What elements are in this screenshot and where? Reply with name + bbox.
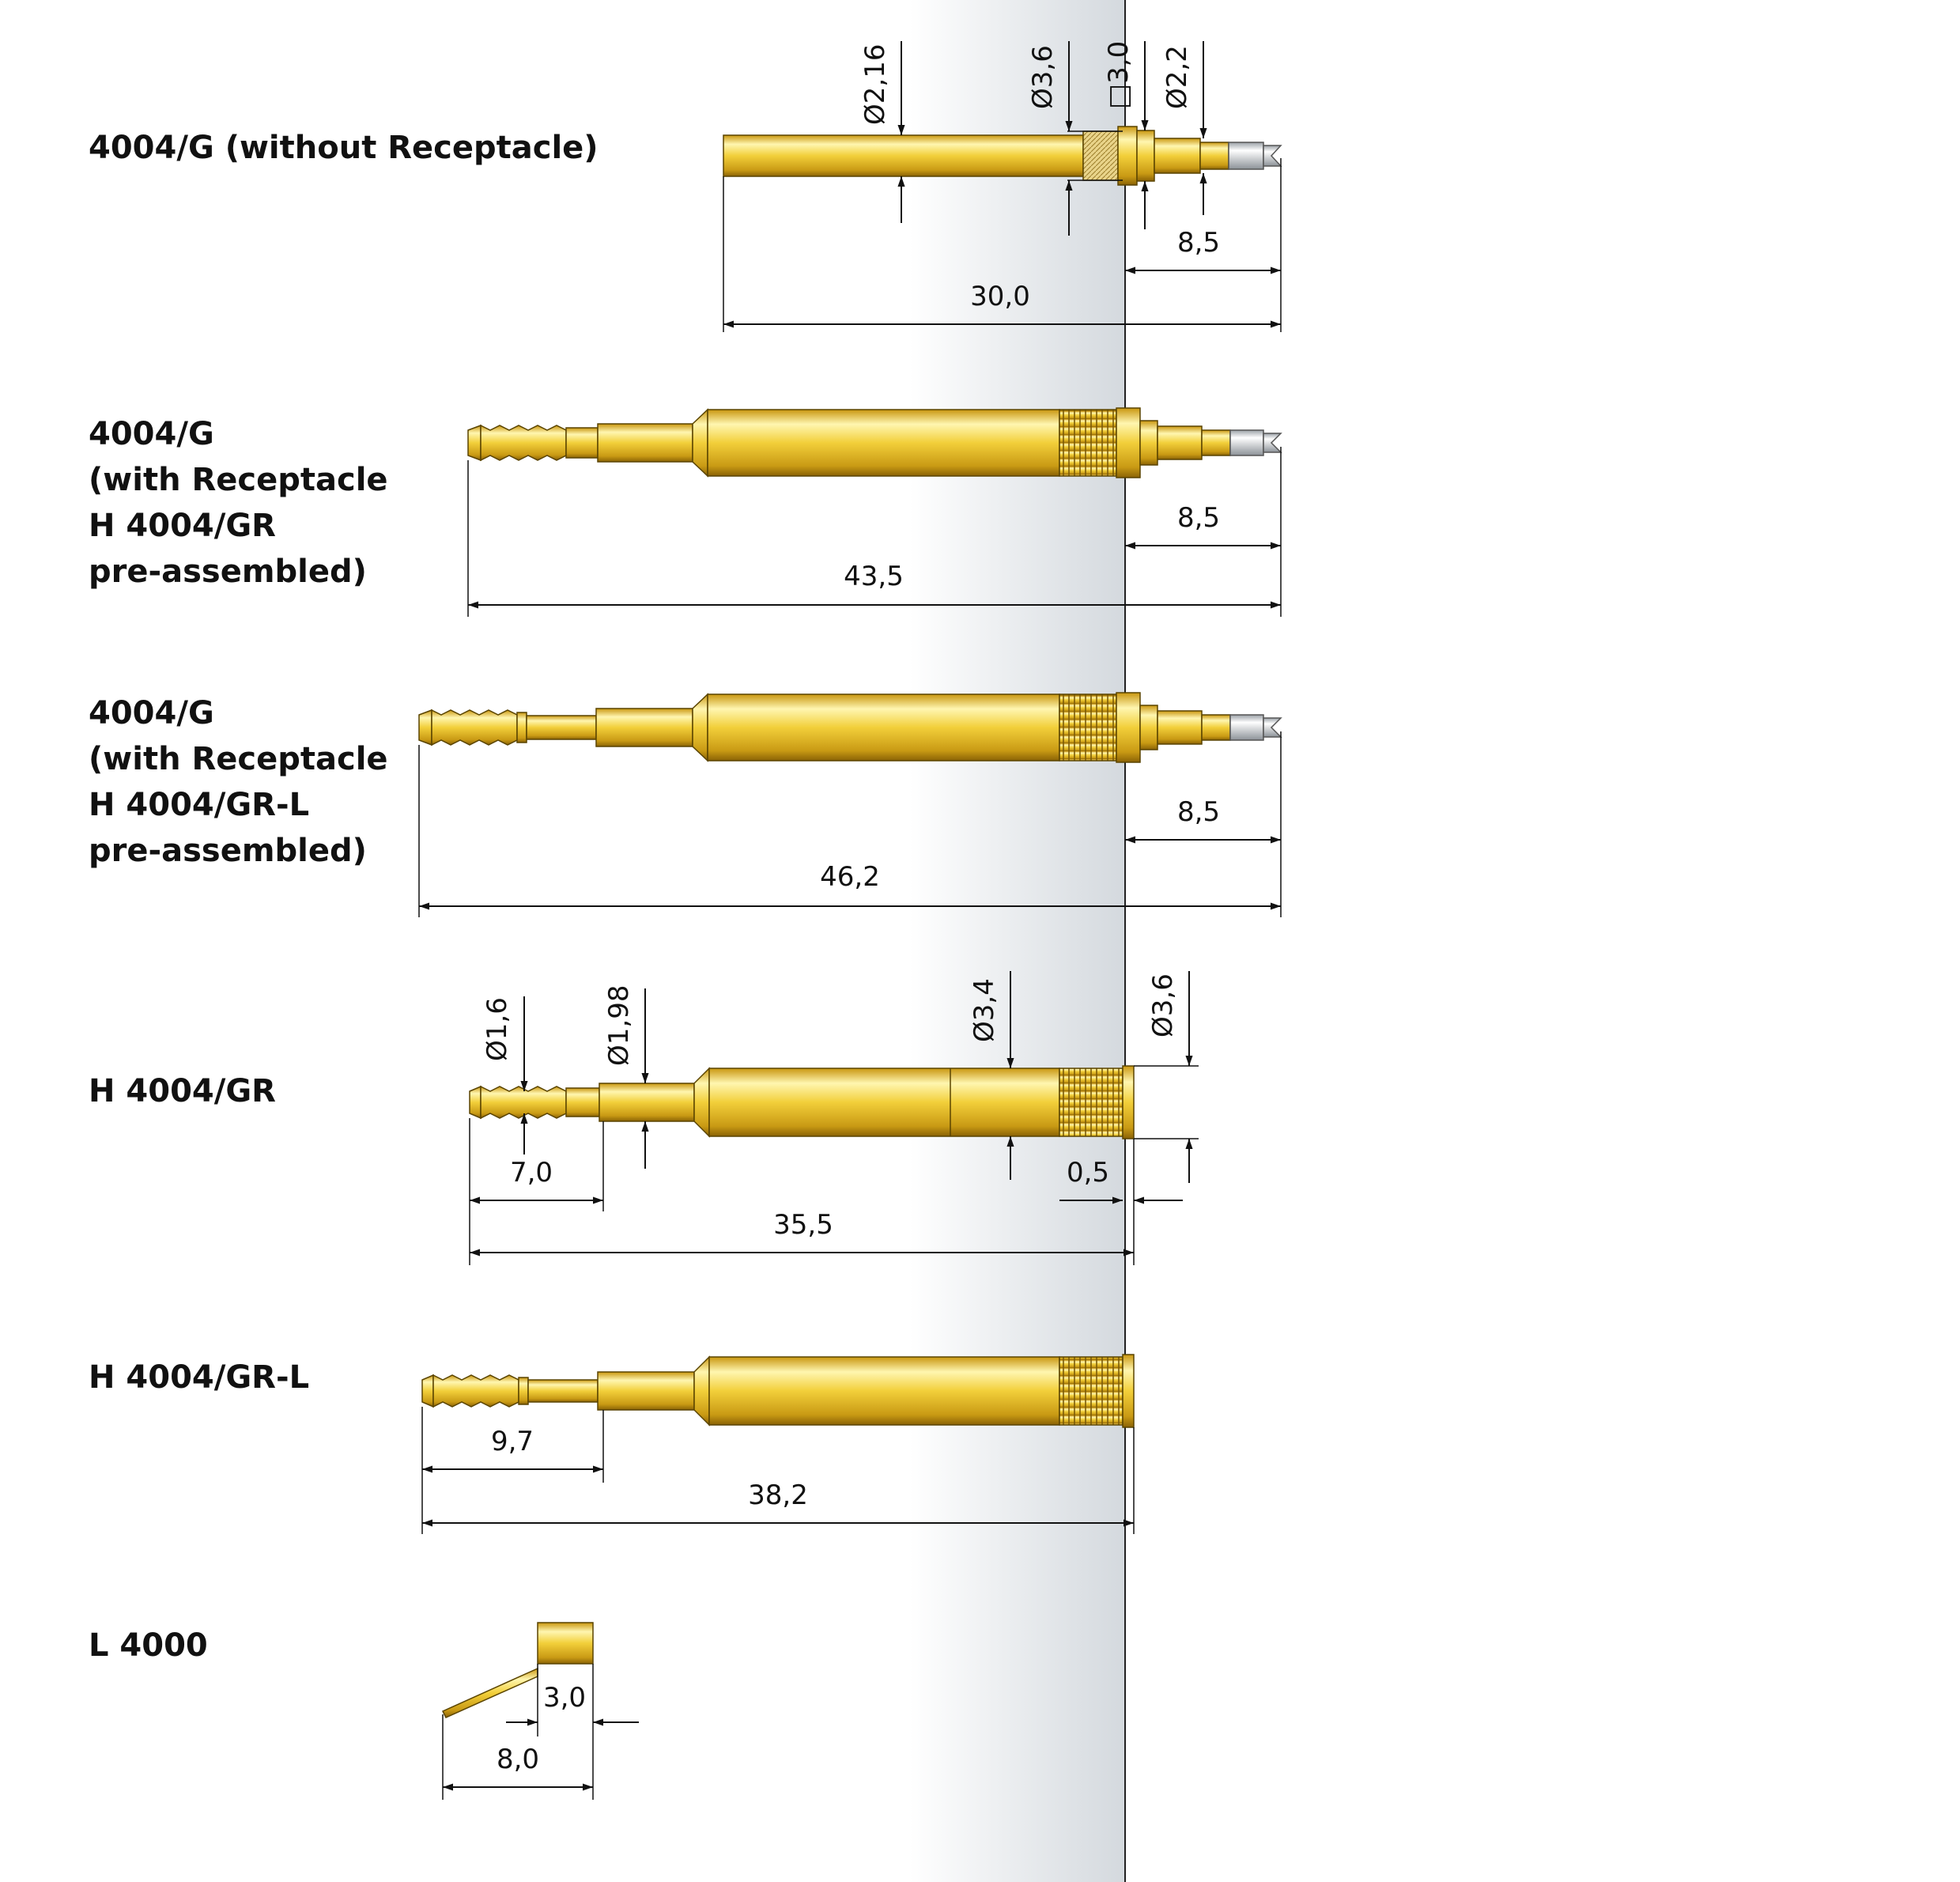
dim-labels-gr-l: 9,7 38,2 [491, 1426, 808, 1511]
receptacle-gr-l [421, 1354, 1135, 1428]
dim-382: 38,2 [748, 1480, 808, 1511]
dim-85-c: 8,5 [1177, 796, 1220, 828]
dim-d34: Ø3,4 [969, 978, 1000, 1042]
dims-with-gr [467, 447, 1282, 617]
dims-l4000 [442, 1664, 639, 1800]
title-with-gr-l: 4004/G (with Receptacle H 4004/GR-L pre-… [89, 695, 388, 869]
dim-d36: Ø3,6 [1027, 45, 1059, 109]
dim-355: 35,5 [773, 1209, 833, 1241]
mounting-band [909, 0, 1124, 1882]
dim-300: 30,0 [970, 281, 1030, 312]
title-with-gr: 4004/G (with Receptacle H 4004/GR pre-as… [89, 416, 388, 590]
receptacle-gr [469, 1065, 1135, 1139]
dim-d198: Ø1,98 [603, 985, 635, 1066]
dim-d22: Ø2,2 [1161, 45, 1193, 109]
dims-gr-l [421, 1407, 1135, 1534]
dims-with-gr-l [418, 731, 1282, 917]
dim-30: 3,0 [543, 1682, 586, 1714]
title-gr: H 4004/GR [89, 1073, 276, 1109]
dim-80: 8,0 [497, 1744, 539, 1775]
dim-labels-gr: Ø1,6 Ø1,98 Ø3,4 Ø3,6 7,0 0,5 35,5 [482, 973, 1179, 1241]
dim-85: 8,5 [1177, 227, 1220, 259]
title-gr-l: H 4004/GR-L [89, 1359, 310, 1396]
dim-d16: Ø1,6 [482, 997, 513, 1061]
probe-with-gr-l [418, 692, 1282, 763]
probe-with-gr [467, 407, 1282, 478]
dim-435: 43,5 [844, 561, 904, 592]
probe-no-receptacle [723, 126, 1282, 186]
dim-labels-with-gr-l: 8,5 46,2 [820, 796, 1220, 893]
title-no-receptacle: 4004/G (without Receptacle) [89, 130, 599, 166]
dim-labels-no-receptacle: Ø2,16 Ø3,6 □3,0 Ø2,2 8,5 30,0 [859, 41, 1220, 312]
dim-d216: Ø2,16 [859, 44, 891, 125]
dim-05: 0,5 [1067, 1157, 1109, 1189]
dim-labels-l4000: 3,0 8,0 [497, 1682, 586, 1775]
dim-97: 9,7 [491, 1426, 534, 1457]
dim-d36-b: Ø3,6 [1147, 973, 1179, 1037]
dim-70: 7,0 [510, 1157, 553, 1189]
dim-85-b: 8,5 [1177, 502, 1220, 534]
dims-no-receptacle [723, 41, 1282, 332]
title-l4000: L 4000 [89, 1627, 208, 1664]
dim-sq30: □3,0 [1103, 41, 1135, 109]
dim-labels-with-gr: 8,5 43,5 [844, 502, 1220, 592]
dim-462: 46,2 [820, 861, 880, 893]
dims-gr [469, 971, 1199, 1265]
